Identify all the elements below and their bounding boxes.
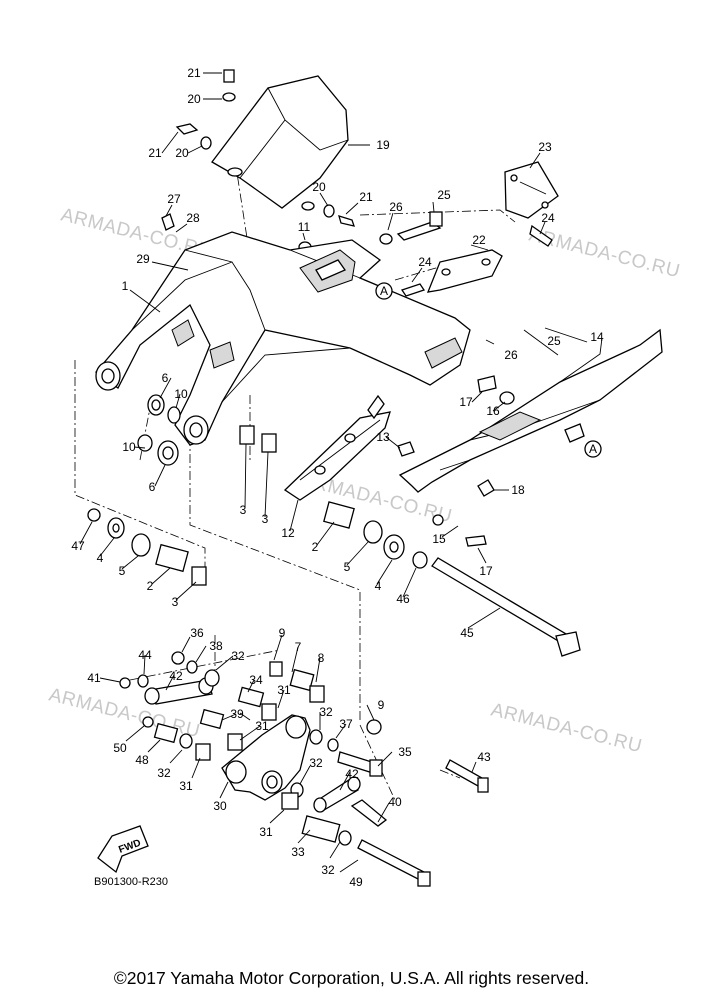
- callout-label: 28: [186, 211, 200, 225]
- callout-label: 2: [147, 579, 154, 593]
- callout-label: 46: [396, 592, 410, 606]
- callout-label: 6: [149, 480, 156, 494]
- callout-label: 25: [437, 188, 451, 202]
- callout-label: 24: [418, 255, 432, 269]
- callout-label: 6: [162, 371, 169, 385]
- callout-label: 32: [321, 863, 335, 877]
- callout-label: 43: [477, 750, 491, 764]
- callout-label: 9: [279, 626, 286, 640]
- callout-label: 31: [259, 825, 273, 839]
- callout-label: 31: [255, 719, 269, 733]
- relay-arm: [221, 714, 311, 801]
- callout-label: 1: [122, 279, 129, 293]
- callout-label: 32: [319, 705, 333, 719]
- callout-label: 18: [511, 483, 525, 497]
- callout-label: 8: [318, 651, 325, 665]
- callout-label: 17: [479, 564, 493, 578]
- callout-label: 40: [388, 795, 402, 809]
- rear-arm: [95, 231, 471, 446]
- callout-label: 42: [345, 767, 359, 781]
- callout-label: 26: [389, 200, 403, 214]
- copyright-notice: ©2017 Yamaha Motor Corporation, U.S.A. A…: [113, 968, 590, 988]
- callout-label: 45: [460, 626, 474, 640]
- callout-label: 21: [148, 146, 162, 160]
- callout-label: 16: [486, 404, 500, 418]
- callout-label: 20: [175, 146, 189, 160]
- callout-label: 15: [432, 532, 446, 546]
- callout-label: 2: [312, 540, 319, 554]
- callout-label: 26: [504, 348, 518, 362]
- callout-label: 39: [230, 707, 244, 721]
- callout-label: 10: [174, 387, 188, 401]
- left-pivot-set: [87, 508, 207, 586]
- callout-label: 38: [209, 639, 223, 653]
- callout-label: 11: [298, 220, 311, 234]
- callout-label: 20: [187, 92, 201, 106]
- pivot-components: [137, 394, 487, 569]
- callout-label: 48: [135, 753, 149, 767]
- callout-label: 34: [249, 673, 263, 687]
- callout-label: 3: [262, 512, 269, 526]
- callout-label: 32: [309, 756, 323, 770]
- callout-label: 31: [277, 683, 291, 697]
- callout-label: 3: [240, 503, 247, 517]
- callout-label: 9: [378, 698, 385, 712]
- watermark-5: ARMADA-CO.RU: [489, 699, 644, 757]
- callout-label: 4: [97, 551, 104, 565]
- callout-label: 4: [375, 579, 382, 593]
- section-marks: A A: [375, 282, 602, 458]
- watermark-2: ARMADA-CO.RU: [527, 224, 682, 282]
- chain-case: [398, 328, 663, 497]
- callout-label: 49: [349, 875, 363, 889]
- top-fasteners: [161, 69, 443, 253]
- section-mark-a-1: A: [380, 284, 388, 298]
- section-mark-a-2: A: [589, 442, 597, 456]
- callout-label: 30: [213, 799, 227, 813]
- callout-label: 33: [291, 845, 305, 859]
- callout-label: 12: [281, 526, 295, 540]
- callout-label: 42: [169, 669, 183, 683]
- callout-label: 19: [376, 138, 390, 152]
- callout-label: 32: [231, 649, 245, 663]
- callout-label: 3: [172, 595, 179, 609]
- linkage-bearings: [119, 651, 489, 887]
- callout-label: 13: [376, 430, 390, 444]
- callout-labels: 21 20 21 20 19 20 21 23 26 25 24 27 28 1…: [71, 66, 604, 889]
- callout-label: 31: [179, 779, 193, 793]
- callout-label: 21: [187, 66, 201, 80]
- callout-label: 7: [295, 640, 302, 654]
- chain-guide: [283, 394, 415, 501]
- callout-label: 37: [339, 717, 353, 731]
- bracket: [400, 249, 503, 297]
- callout-label: 20: [312, 180, 326, 194]
- callout-label: 21: [359, 190, 373, 204]
- callout-label: 29: [136, 252, 150, 266]
- callout-label: 23: [538, 140, 552, 154]
- leader-lines: [79, 72, 603, 873]
- callout-label: 47: [71, 539, 85, 553]
- pivot-shaft: [431, 557, 581, 657]
- callout-label: 44: [138, 648, 152, 662]
- callout-label: 32: [157, 766, 171, 780]
- callout-label: 14: [590, 330, 604, 344]
- callout-label: 27: [167, 192, 181, 206]
- callout-label: 24: [541, 211, 555, 225]
- callout-label: 22: [472, 233, 486, 247]
- rear-fender: [211, 75, 349, 211]
- callout-label: 5: [344, 560, 351, 574]
- diagram-reference-code: B901300-R230: [94, 876, 169, 888]
- cover-plate: [504, 161, 559, 247]
- connecting-rods: [144, 677, 361, 813]
- callout-label: 35: [398, 745, 412, 759]
- callout-label: 41: [87, 671, 101, 685]
- callout-label: 36: [190, 626, 204, 640]
- fwd-arrow-icon: FWD: [97, 825, 149, 874]
- callout-label: 25: [547, 334, 561, 348]
- callout-label: 17: [459, 395, 473, 409]
- callout-label: 5: [119, 564, 126, 578]
- callout-label: 50: [113, 741, 127, 755]
- callout-label: 10: [122, 440, 136, 454]
